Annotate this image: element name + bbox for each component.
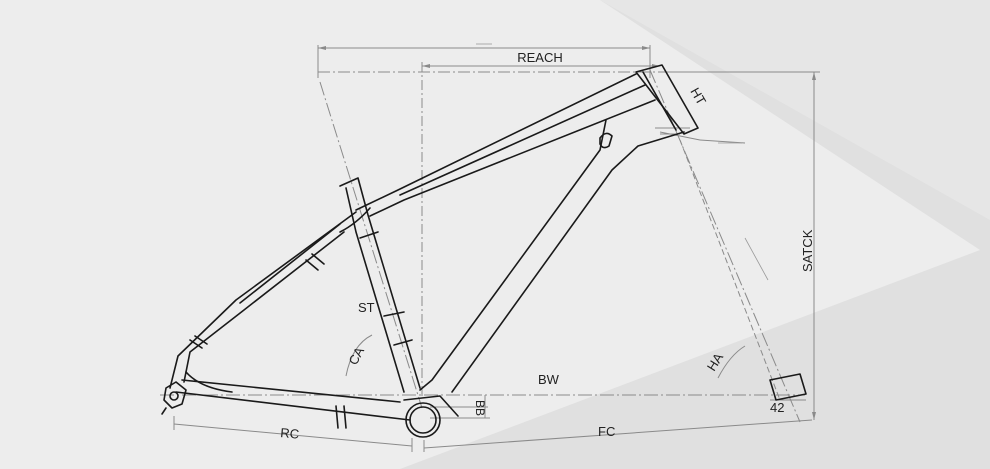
bottom-bracket: [405, 402, 441, 438]
bike-frame: [161, 64, 807, 438]
stack-label: SATCK: [800, 229, 815, 272]
reach-label: REACH: [517, 50, 563, 65]
chain-stay: [175, 391, 411, 421]
fc-label: FC: [598, 424, 615, 439]
bw-label: BW: [538, 372, 560, 387]
down-tube: [451, 131, 685, 393]
bb-label: BB: [473, 400, 487, 416]
head-tube: [635, 64, 699, 135]
fork-offset-label: 42: [770, 400, 784, 415]
seat-stay: [169, 211, 357, 389]
top-tube: [355, 73, 637, 211]
dimension-lines: [160, 45, 820, 452]
rear-dropout: [163, 381, 187, 409]
background-panel-light: [600, 0, 990, 220]
st-label: ST: [358, 300, 375, 315]
fork-steerer: [769, 373, 807, 401]
seat-tube: [339, 177, 421, 389]
rc-label: RC: [280, 425, 300, 442]
faint-annotations: [476, 43, 769, 281]
